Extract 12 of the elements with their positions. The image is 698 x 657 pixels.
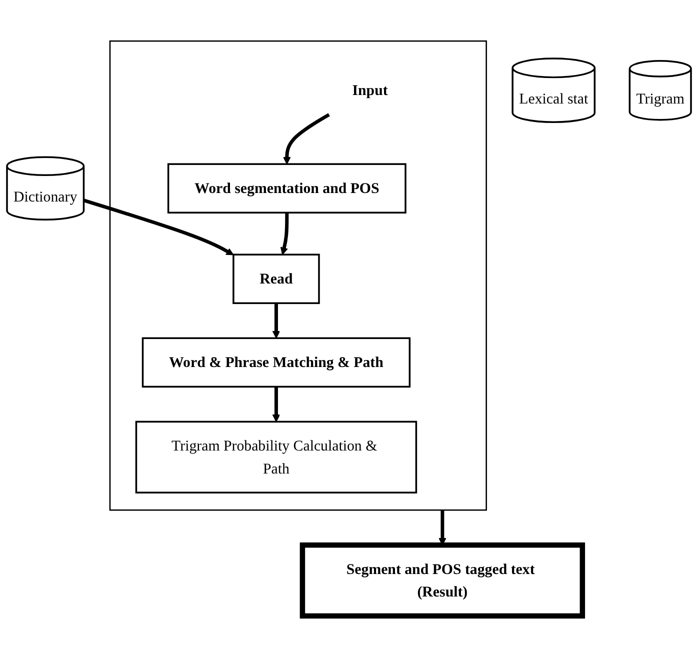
arrow (272, 303, 280, 338)
node-box: Word segmentation and POS (167, 163, 406, 214)
node-box: Trigram Probability Calculation & Path (135, 420, 418, 494)
node-box: Read (232, 254, 320, 304)
node-box: Segment and POS tagged text (Result) (300, 542, 586, 619)
cluster (109, 40, 487, 511)
arrow (272, 386, 280, 422)
node-text: Input (352, 82, 388, 98)
arrow (83, 198, 234, 256)
node-box: Word & Phrase Matching & Path (142, 337, 411, 388)
arrow (283, 113, 330, 164)
arrow (280, 212, 289, 255)
